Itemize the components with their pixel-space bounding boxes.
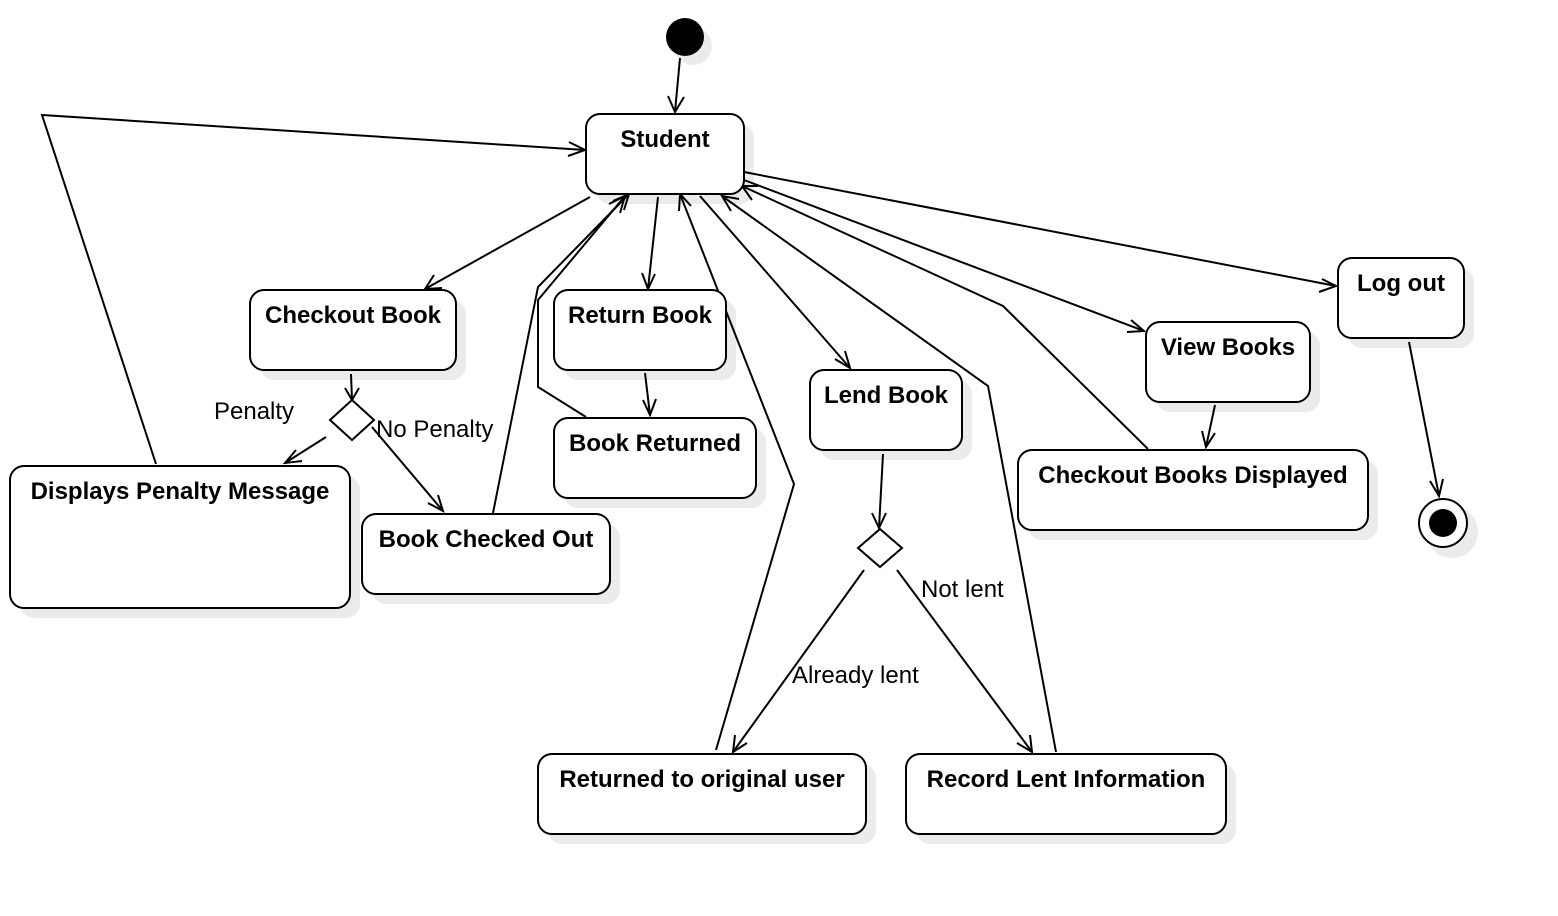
node-checkout-book: Checkout Book (249, 289, 457, 371)
node-record-lent-information: Record Lent Information (905, 753, 1227, 835)
node-book-returned-label: Book Returned (569, 430, 741, 457)
edge-decision-to-record-lent (896, 569, 1033, 753)
edge-student-to-log-out (743, 171, 1337, 287)
arrowhead (1201, 430, 1216, 450)
node-checkout-books-displayed: Checkout Books Displayed (1017, 449, 1369, 531)
node-return-book-label: Return Book (568, 302, 713, 329)
edge-label-no-penalty: No Penalty (376, 416, 493, 443)
edge-student-to-return-book (647, 196, 659, 290)
arrowhead (1429, 478, 1444, 499)
node-book-checked-out-label: Book Checked Out (379, 526, 594, 553)
edge-lend-book-to-decision (878, 453, 884, 529)
arrowhead (1016, 734, 1034, 754)
arrowhead (731, 734, 748, 754)
node-return-book: Return Book (553, 289, 727, 371)
node-lend-book-label: Lend Book (824, 382, 949, 409)
edge-start-to-student (674, 57, 681, 113)
edge-book-checked-out-to-student (492, 193, 630, 514)
edge-decision-to-penalty-message (284, 436, 327, 464)
penalty-decision-node (328, 398, 376, 442)
edge-student-to-view-books (743, 179, 1145, 332)
node-student-label: Student (620, 126, 709, 153)
edge-view-books-to-displayed (1205, 404, 1216, 448)
node-displays-penalty-message: Displays Penalty Message (9, 465, 351, 609)
edge-log-out-to-end (1408, 341, 1440, 497)
edge-record-lent-to-student (721, 195, 1057, 753)
arrowhead (282, 449, 303, 465)
edges (40, 57, 1444, 754)
edge-label-not-lent: Not lent (921, 576, 1004, 603)
node-returned-to-original-user: Returned to original user (537, 753, 867, 835)
node-view-books-label: View Books (1161, 334, 1295, 361)
arrowhead (608, 194, 627, 214)
edge-student-to-lend-book (699, 195, 851, 369)
arrowhead (1318, 278, 1339, 293)
node-returned-to-original-user-label: Returned to original user (559, 766, 844, 793)
node-checkout-books-displayed-label: Checkout Books Displayed (1038, 462, 1347, 489)
node-lend-book: Lend Book (809, 369, 963, 451)
node-record-lent-information-label: Record Lent Information (927, 766, 1206, 793)
node-student: Student (585, 113, 745, 195)
arrowhead (427, 494, 445, 514)
edge-checkout-to-decision (350, 373, 353, 401)
edge-label-already-lent: Already lent (792, 662, 919, 689)
edge-checkout-displayed-to-student (741, 185, 1149, 450)
lend-decision-node (856, 527, 904, 569)
node-log-out: Log out (1337, 257, 1465, 339)
edge-decision-to-returned-original (732, 569, 865, 753)
initial-node (666, 18, 704, 56)
node-view-books: View Books (1145, 321, 1311, 403)
arrowhead (667, 95, 685, 115)
arrowhead (871, 512, 887, 531)
edge-student-to-checkout-book (424, 196, 591, 290)
node-book-checked-out: Book Checked Out (361, 513, 611, 595)
arrowhead (1126, 319, 1147, 333)
arrowhead (642, 398, 657, 418)
final-node (1418, 498, 1468, 548)
edge-book-returned-to-student (537, 195, 626, 418)
node-displays-penalty-message-label: Displays Penalty Message (31, 478, 330, 505)
node-checkout-book-label: Checkout Book (265, 302, 442, 329)
node-log-out-label: Log out (1357, 270, 1445, 297)
edge-return-book-to-book-returned (644, 372, 651, 416)
arrowhead (834, 350, 852, 371)
edge-decision-to-book-checked-out (371, 426, 444, 512)
edge-label-penalty: Penalty (214, 398, 294, 425)
arrowhead (720, 194, 740, 212)
node-book-returned: Book Returned (553, 417, 757, 499)
edge-penalty-message-to-student (40, 113, 586, 465)
